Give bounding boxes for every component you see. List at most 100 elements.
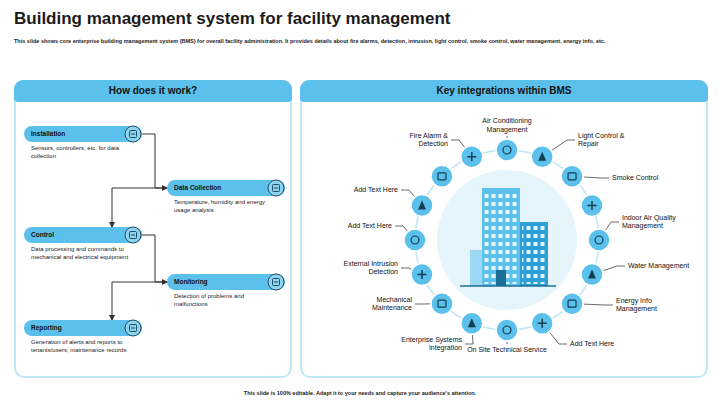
backdrop-disc — [437, 170, 577, 310]
step-heading: Control — [31, 231, 54, 238]
integration-icon-circle — [561, 293, 583, 315]
icon-glyph — [538, 152, 546, 161]
step-description: Temperature, humidity and energy usage a… — [167, 199, 274, 214]
step-box: Data CollectionTemperature, humidity and… — [167, 180, 285, 214]
integration-icon-circle — [561, 165, 583, 187]
integration-icon-circle — [411, 195, 433, 217]
leader-line — [606, 222, 619, 230]
leader-line — [507, 136, 508, 138]
leader-line — [552, 140, 575, 150]
integration-icon-circle — [404, 229, 426, 251]
step-band: Control — [24, 227, 142, 243]
panel-box: How does it work? InstallationSensors, co… — [14, 80, 292, 378]
icon-glyph — [467, 152, 476, 161]
icon-glyph — [568, 300, 576, 307]
integration-icon-circle — [411, 263, 433, 285]
leader-line — [507, 342, 508, 344]
step-icon — [267, 179, 285, 197]
building-illustration — [460, 188, 556, 286]
icon-glyph — [130, 325, 137, 332]
leader-line — [584, 177, 609, 179]
integration-icon-circle — [431, 165, 453, 187]
icon-glyph — [568, 173, 576, 180]
icon-glyph — [131, 235, 135, 236]
icon-glyph — [438, 173, 446, 180]
step-icon — [124, 125, 142, 143]
step-band: Installation — [24, 126, 142, 142]
leader-line — [465, 335, 473, 344]
icon-glyph — [587, 201, 596, 210]
flow-arrow — [112, 282, 167, 320]
flow-arrow — [142, 134, 167, 188]
step-description: Sensors, controllers, etc. for data coll… — [24, 145, 131, 160]
icon-glyph — [411, 236, 419, 244]
integration-icon-circle — [431, 293, 453, 315]
icon-glyph — [538, 319, 547, 328]
icon-glyph — [418, 270, 427, 279]
icon-glyph — [130, 232, 137, 239]
step-band: Reporting — [24, 320, 142, 336]
integration-label: Water Management — [628, 262, 698, 271]
step-heading: Monitoring — [174, 278, 208, 285]
integration-label: Fire Alarm & Detection — [386, 132, 448, 149]
integration-label: Light Control & Repair — [578, 132, 640, 149]
icon-glyph — [503, 326, 511, 334]
panel-header: Key integrations within BMS — [300, 80, 708, 102]
leader-line — [395, 226, 407, 231]
leader-line — [415, 303, 430, 304]
integration-label: On Site Technical Service — [467, 346, 547, 355]
integration-icon-circle — [588, 229, 610, 251]
step-box: ControlData processing and commands to m… — [24, 227, 142, 261]
icon-glyph — [274, 188, 278, 189]
step-box: MonitoringDetection of problems and malf… — [167, 274, 285, 308]
step-band: Monitoring — [167, 274, 285, 290]
icon-circle — [268, 274, 284, 290]
flow-arrow — [112, 188, 167, 227]
integration-label: Energy Info Management — [616, 297, 686, 314]
icon-circle — [268, 180, 284, 196]
leader-line — [584, 304, 613, 306]
integration-icon-circle — [461, 146, 483, 168]
step-heading: Data Collection — [174, 184, 221, 191]
integration-label: Mechanical Maintenance — [350, 296, 412, 313]
integration-label: Add Text Here — [348, 186, 398, 195]
integration-icon-circle — [461, 312, 483, 334]
step-band: Data Collection — [167, 180, 285, 196]
icon-circle — [125, 126, 141, 142]
ring-line — [415, 150, 599, 330]
slide-caption: This slide is 100% editable. Adapt it to… — [0, 390, 720, 397]
step-icon — [124, 226, 142, 244]
step-box: ReportingGeneration of alerts and report… — [24, 320, 142, 354]
step-icon — [267, 273, 285, 291]
step-heading: Reporting — [31, 324, 62, 331]
icon-glyph — [131, 134, 135, 135]
integration-label: External Intrusion Detection — [336, 260, 398, 277]
integration-icon-circle — [581, 195, 603, 217]
step-heading: Installation — [31, 130, 65, 137]
step-description: Generation of alerts and reports to tena… — [24, 339, 131, 354]
integration-label: Indoor Air Quality Management — [622, 214, 697, 231]
step-box: InstallationSensors, controllers, etc. f… — [24, 126, 142, 160]
panel-header: How does it work? — [14, 80, 292, 102]
step-icon — [124, 319, 142, 337]
slide-title: Building management system for facility … — [14, 9, 450, 29]
icon-glyph — [273, 185, 280, 192]
icon-glyph — [468, 318, 476, 327]
leader-line — [451, 140, 465, 147]
integration-label: Smoke Control — [612, 174, 672, 183]
icon-circle — [125, 227, 141, 243]
icon-glyph — [273, 279, 280, 286]
icon-glyph — [438, 300, 446, 307]
leader-line — [550, 332, 567, 344]
icon-glyph — [131, 328, 135, 329]
integration-label: Air Conditioning Management — [462, 117, 552, 134]
step-description: Data processing and commands to mechanic… — [24, 246, 131, 261]
integration-icon-circle — [581, 263, 603, 285]
integration-label: Add Text Here — [342, 222, 392, 231]
step-description: Detection of problems and malfunctions — [167, 293, 274, 308]
integration-label: Enterprise Systems Integration — [392, 336, 462, 353]
icon-glyph — [588, 269, 596, 278]
icon-glyph — [130, 131, 137, 138]
integration-label: Add Text Here — [570, 340, 630, 349]
